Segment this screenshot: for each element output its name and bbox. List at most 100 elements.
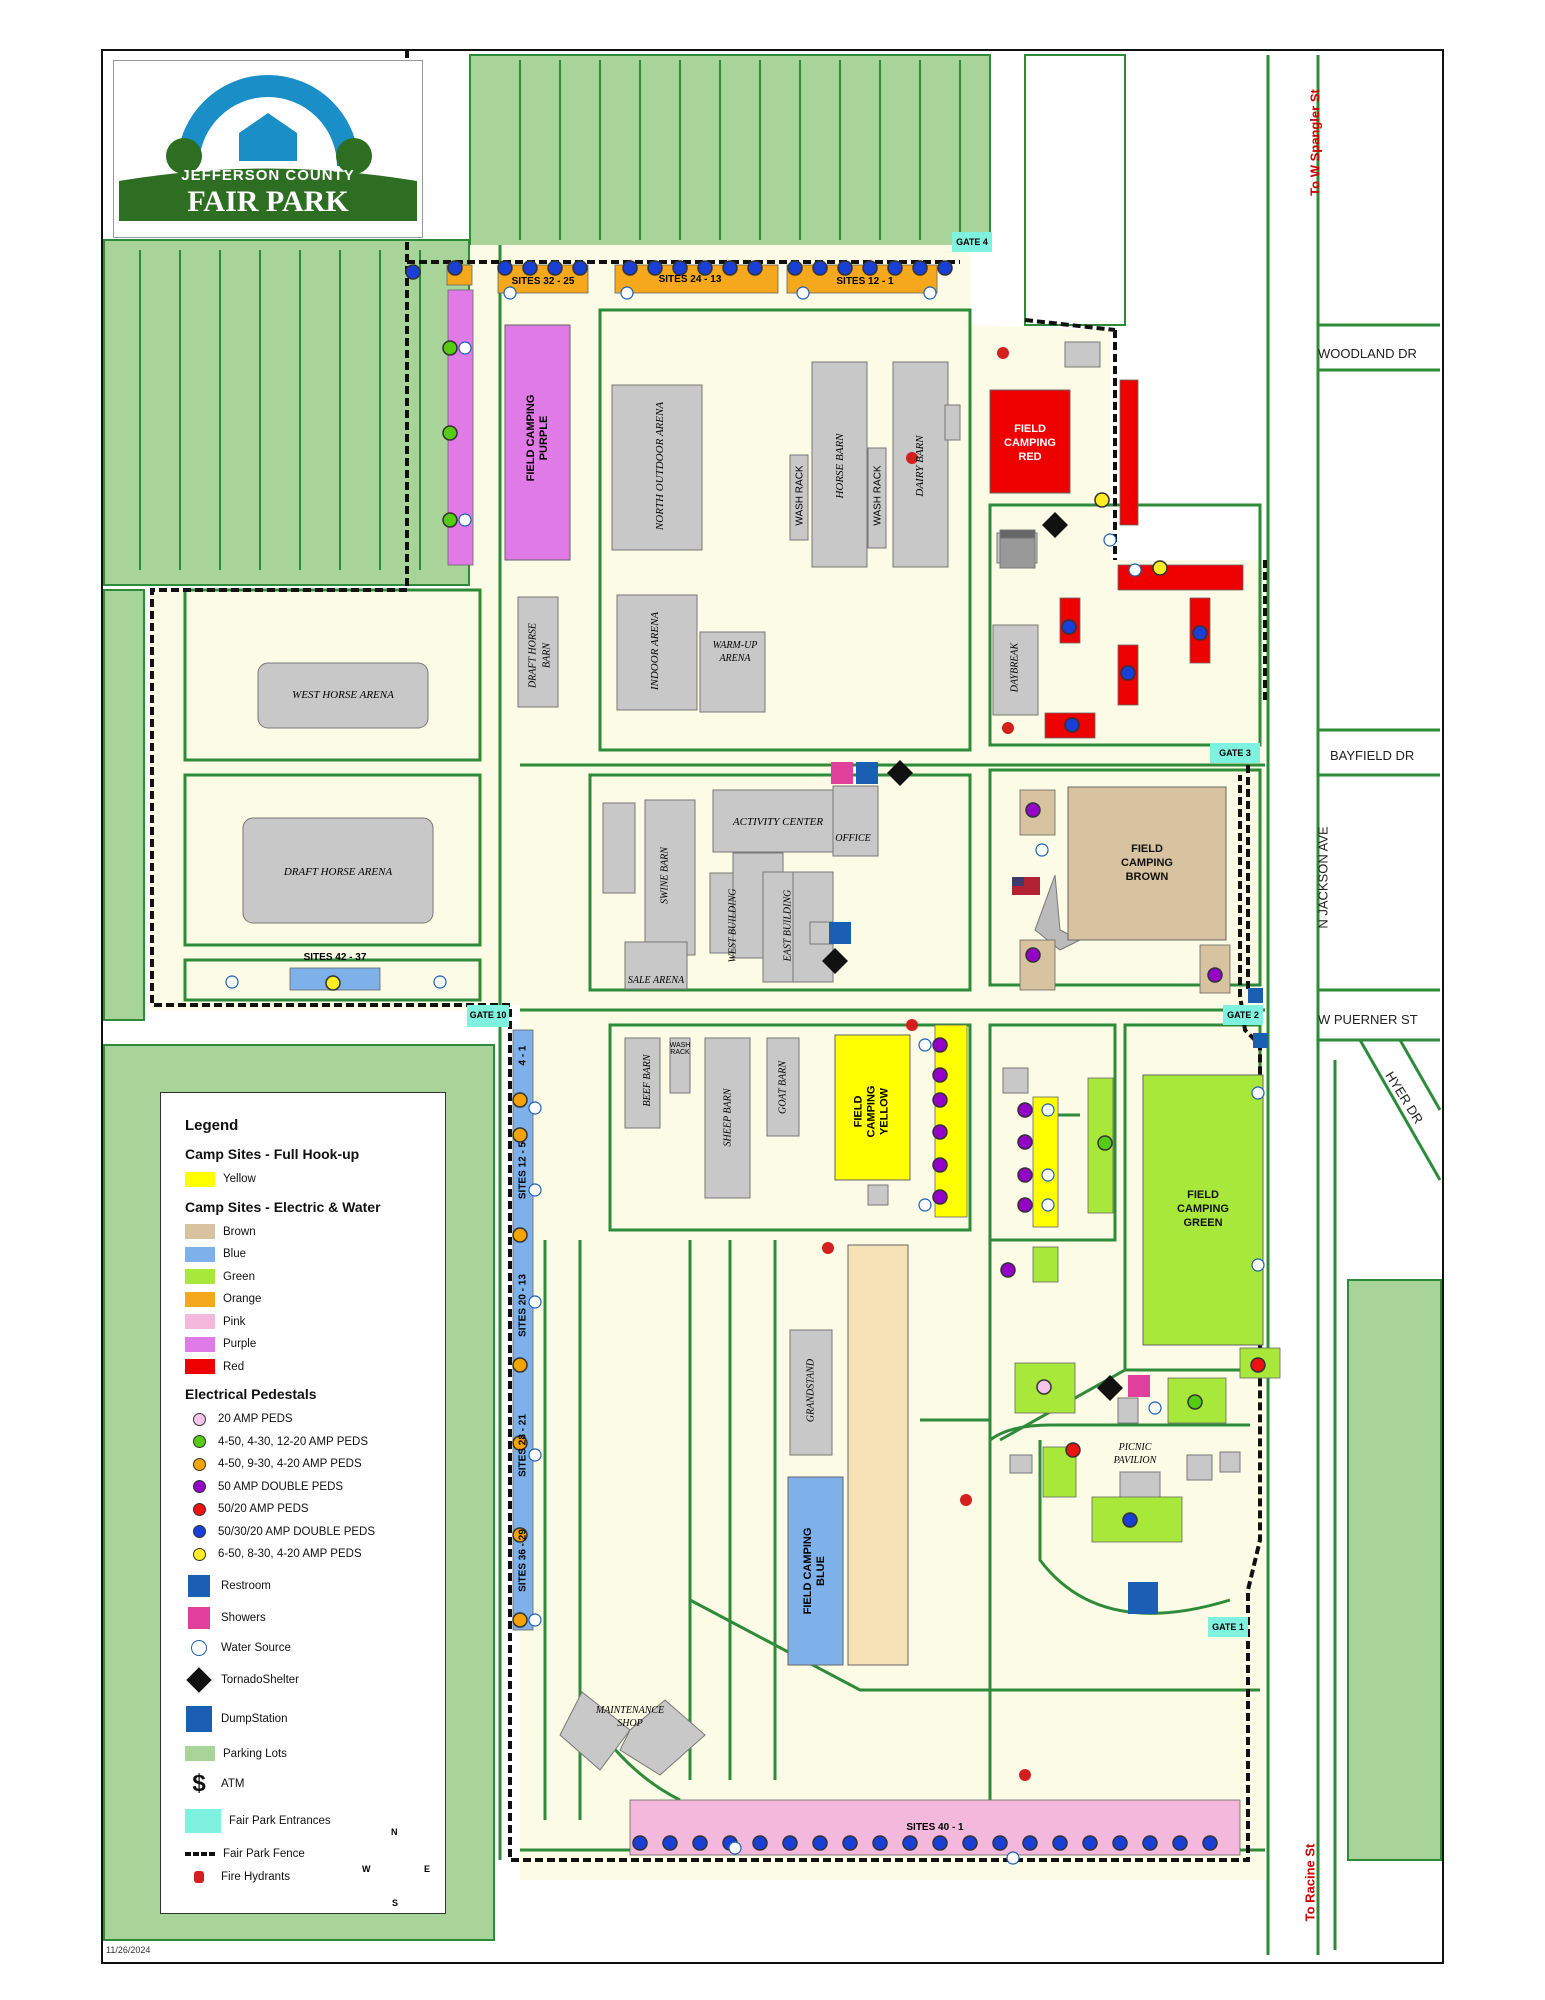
legend-ped-yellow: 6-50, 8-30, 4-20 AMP PEDS [185, 1543, 433, 1566]
legend-blue-label: Blue [223, 1248, 247, 1261]
legend-green: Green [185, 1266, 433, 1289]
green-swatch [185, 1269, 215, 1285]
legend-parking-label: Parking Lots [223, 1747, 287, 1760]
legend-ped-red: 50/20 AMP PEDS [185, 1498, 433, 1521]
parking-lot-swatch [185, 1746, 215, 1761]
logo-line1: JEFFERSON COUNTY [181, 167, 355, 184]
map-date: 11/26/2024 [106, 1945, 151, 1955]
dump-station-icon [1128, 988, 1268, 1614]
legend-purple-label: Purple [223, 1338, 257, 1351]
entrance-swatch [185, 1808, 221, 1833]
compass-w: W [362, 1864, 371, 1874]
legend-tornado: TornadoShelter [185, 1662, 433, 1698]
legend-shower: Showers [185, 1602, 433, 1634]
legend-entrance-label: Fair Park Entrances [229, 1814, 331, 1827]
legend-water: Water Source [185, 1634, 433, 1662]
legend-pink-label: Pink [223, 1315, 246, 1328]
ped-green-icon [193, 1435, 206, 1449]
pink-swatch [185, 1314, 215, 1330]
legend-atm: $ ATM [185, 1768, 433, 1800]
shower-icon [831, 762, 1150, 1397]
legend-full-hookup-title: Camp Sites - Full Hook-up [185, 1146, 360, 1162]
legend-brown: Brown [185, 1221, 433, 1244]
external-roads [1266, 55, 1442, 1955]
electrical-pedestals [325, 260, 1266, 1851]
logo-line2: FAIR PARK [187, 185, 349, 218]
legend-ped-green: 4-50, 4-30, 12-20 AMP PEDS [185, 1431, 433, 1454]
legend-green-label: Green [223, 1270, 255, 1283]
restroom-icon [829, 762, 878, 944]
fair-park-fence [150, 50, 1267, 1862]
logo-artwork [119, 75, 417, 221]
legend-purple: Purple [185, 1333, 433, 1356]
legend-ped-purple: 50 AMP DOUBLE PEDS [185, 1476, 433, 1499]
camp-fields [504, 324, 1264, 1666]
legend-atm-label: ATM [221, 1777, 245, 1790]
tornado-shelter-icon [185, 1666, 213, 1694]
legend-tornado-label: TornadoShelter [221, 1673, 299, 1686]
legend-ped-purple-label: 50 AMP DOUBLE PEDS [218, 1480, 344, 1493]
compass-e: E [424, 1864, 431, 1874]
legend-yellow: Yellow [185, 1168, 433, 1191]
legend-ped-orange-label: 4-50, 9-30, 4-20 AMP PEDS [218, 1458, 362, 1471]
water-source-icon [185, 1634, 213, 1662]
atm-icon: $ [192, 1769, 206, 1797]
legend-ped-red-label: 50/20 AMP PEDS [218, 1503, 309, 1516]
brown-swatch [185, 1224, 215, 1240]
fire-hydrants [822, 347, 1031, 1781]
fence-icon [185, 1851, 215, 1856]
flag-icon [1012, 877, 1040, 895]
west-grounds [150, 590, 480, 1010]
legend-red-label: Red [223, 1360, 245, 1373]
legend-dump: DumpStation [185, 1698, 433, 1740]
legend: Legend Camp Sites - Full Hook-up Yellow … [160, 1092, 446, 1914]
ped-yellow-icon [193, 1547, 206, 1561]
legend-parking: Parking Lots [185, 1740, 433, 1768]
parking-stalls [139, 60, 961, 570]
legend-entrance: Fair Park Entrances [185, 1800, 433, 1842]
legend-ped-orange: 4-50, 9-30, 4-20 AMP PEDS [185, 1453, 433, 1476]
ped-blue-icon [193, 1525, 206, 1539]
red-swatch [185, 1359, 215, 1375]
water-sources [225, 286, 1265, 1865]
legend-pink: Pink [185, 1311, 433, 1334]
legend-shower-label: Showers [221, 1611, 266, 1624]
legend-fence-label: Fair Park Fence [223, 1847, 305, 1860]
legend-restroom: Restroom [185, 1570, 433, 1602]
ped-orange-icon [193, 1457, 206, 1471]
legend-yellow-label: Yellow [223, 1173, 256, 1186]
legend-fence: Fair Park Fence [185, 1842, 433, 1866]
dump-station-icon [185, 1705, 213, 1733]
legend-brown-label: Brown [223, 1225, 256, 1238]
compass-s: S [392, 1898, 399, 1908]
legend-ped-blue: 50/30/20 AMP DOUBLE PEDS [185, 1521, 433, 1544]
legend-dump-label: DumpStation [221, 1712, 288, 1725]
entrances [467, 232, 1263, 1637]
compass-n: N [391, 1827, 398, 1837]
fire-hydrant-icon [185, 1863, 213, 1891]
legend-hydrant: Fire Hydrants [185, 1866, 433, 1888]
legend-restroom-label: Restroom [221, 1579, 271, 1592]
legend-ped-20-label: 20 AMP PEDS [218, 1413, 293, 1426]
legend-red: Red [185, 1356, 433, 1379]
restroom-icon [185, 1572, 213, 1600]
ped-red-icon [193, 1502, 206, 1516]
fair-park-logo: JEFFERSON COUNTY FAIR PARK [113, 60, 423, 238]
yellow-swatch [185, 1171, 215, 1187]
legend-ped-20: 20 AMP PEDS [185, 1408, 433, 1431]
legend-ew-title: Camp Sites - Electric & Water [185, 1198, 381, 1215]
ped-purple-icon [193, 1480, 206, 1494]
legend-water-label: Water Source [221, 1641, 291, 1654]
tornado-shelter-icon [822, 512, 1123, 1401]
legend-title: Legend [185, 1117, 239, 1134]
orange-swatch [185, 1291, 215, 1307]
purple-swatch [185, 1336, 215, 1352]
ped-20-icon [193, 1412, 206, 1426]
buildings [242, 341, 1241, 1776]
legend-hydrant-label: Fire Hydrants [221, 1870, 291, 1883]
shower-icon [185, 1604, 213, 1632]
legend-ped-green-label: 4-50, 4-30, 12-20 AMP PEDS [218, 1435, 369, 1448]
legend-orange-label: Orange [223, 1293, 262, 1306]
legend-blue: Blue [185, 1243, 433, 1266]
legend-ped-yellow-label: 6-50, 8-30, 4-20 AMP PEDS [218, 1548, 362, 1561]
